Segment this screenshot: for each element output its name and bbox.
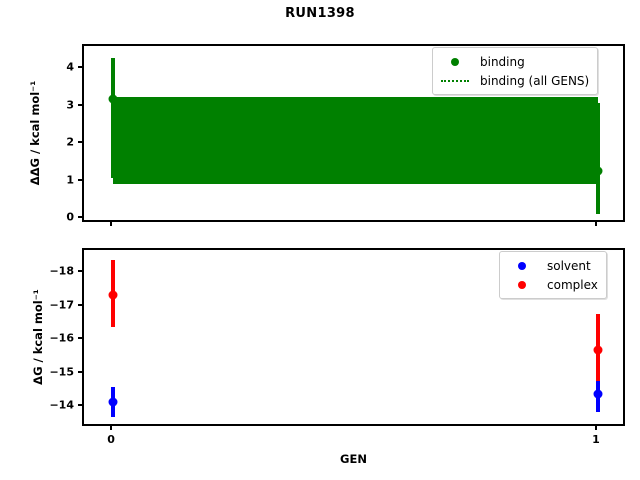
y-tick-label: −17 [49, 298, 74, 312]
legend-label-binding-all-gens: binding (all GENS) [480, 73, 590, 88]
legend-item-solvent[interactable]: solvent [506, 256, 598, 275]
bottom-panel-legend[interactable]: solvent complex [499, 251, 607, 299]
y-tick-mark [78, 141, 82, 144]
x-tick-mark [110, 222, 113, 226]
legend-item-binding[interactable]: binding [439, 52, 589, 71]
y-tick-label: 2 [66, 135, 74, 149]
y-tick-mark [78, 66, 82, 69]
y-tick-label: 0 [66, 210, 74, 224]
binding-all-gens-band [113, 97, 598, 184]
x-tick-mark [110, 426, 113, 430]
top-panel-legend[interactable]: binding binding (all GENS) [432, 47, 599, 95]
binding-all-gens-line-icon [439, 74, 471, 88]
y-tick-mark [78, 303, 82, 306]
y-tick-mark [78, 216, 82, 219]
x-tick-label: 1 [592, 433, 600, 446]
x-tick-label: 0 [107, 433, 115, 446]
error-bar [595, 103, 600, 214]
legend-label-complex: complex [547, 277, 598, 292]
legend-label-solvent: solvent [547, 258, 591, 273]
y-tick-mark [78, 370, 82, 373]
figure-title: RUN1398 [285, 6, 355, 21]
complex-marker-icon [506, 278, 538, 292]
legend-item-complex[interactable]: complex [506, 275, 598, 294]
x-tick-mark [594, 222, 597, 226]
y-tick-label: 3 [66, 98, 74, 112]
y-tick-label: 1 [66, 173, 74, 187]
y-tick-label: −18 [49, 264, 74, 278]
legend-label-binding: binding [480, 54, 525, 69]
solvent-marker-icon [506, 259, 538, 273]
y-tick-label: −15 [49, 365, 74, 379]
y-tick-mark [78, 270, 82, 273]
data-point-marker [593, 166, 603, 176]
binding-marker-icon [439, 55, 471, 69]
x-tick-mark [594, 426, 597, 430]
y-tick-label: 4 [66, 60, 74, 74]
data-point-marker [108, 397, 118, 407]
y-tick-mark [78, 178, 82, 181]
y-tick-mark [78, 337, 82, 340]
top-panel-y-axis-label: ΔΔG / kcal mol⁻¹ [28, 80, 42, 186]
data-point-marker [108, 290, 118, 299]
data-point-marker [593, 389, 603, 399]
legend-item-binding-all-gens[interactable]: binding (all GENS) [439, 71, 589, 90]
y-tick-label: −14 [49, 398, 74, 412]
x-axis-label: GEN [340, 452, 367, 466]
y-tick-label: −16 [49, 331, 74, 345]
y-tick-mark [78, 103, 82, 106]
data-point-marker [593, 345, 603, 355]
y-tick-mark [78, 404, 82, 407]
